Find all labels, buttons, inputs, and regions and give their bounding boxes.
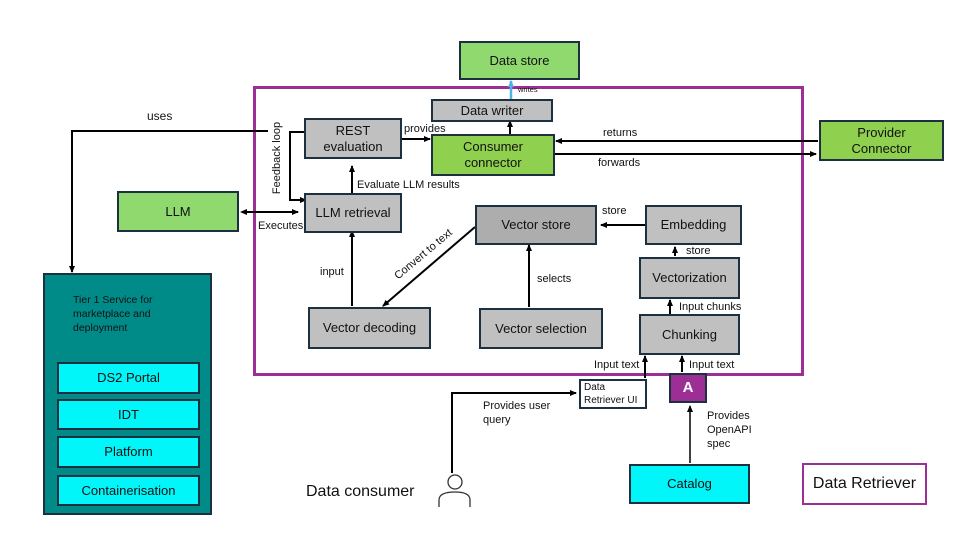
tier1-item-idt[interactable]: IDT xyxy=(57,399,200,430)
person-icon xyxy=(438,474,471,507)
provides-label: provides xyxy=(404,123,446,135)
input-label: input xyxy=(320,266,344,278)
vectorization-label: Vectorization xyxy=(652,270,727,285)
executes-label: Executes xyxy=(258,220,304,232)
tier1-item-label: IDT xyxy=(118,406,139,422)
edge-provides-user-query xyxy=(451,390,577,473)
provider-connector-node[interactable]: Provider Connector xyxy=(819,120,944,161)
data-store-label: Data store xyxy=(489,52,550,68)
vector-store-node[interactable]: Vector store xyxy=(475,205,597,245)
tier1-service-title: Tier 1 Service for marketplace and deplo… xyxy=(73,294,153,334)
writes-label: writes xyxy=(518,85,538,94)
vectorization-node[interactable]: Vectorization xyxy=(639,257,740,299)
data-retriever-boundary xyxy=(253,86,804,376)
chunking-label: Chunking xyxy=(662,326,717,342)
tier1-item-label: Containerisation xyxy=(81,482,176,498)
catalog-node[interactable]: Catalog xyxy=(629,464,750,504)
llm-retrieval-label: LLM retrieval xyxy=(315,205,391,220)
selects-label: selects xyxy=(537,273,572,285)
embedding-node[interactable]: Embedding xyxy=(645,205,742,245)
tier1-item-containerisation[interactable]: Containerisation xyxy=(57,475,200,506)
legend-data-retriever: Data Retriever xyxy=(802,463,927,505)
input-text-a-label: Input text xyxy=(689,359,735,371)
data-writer-label: Data writer xyxy=(460,102,524,118)
uses-label: uses xyxy=(147,109,173,123)
store-vectorization-label: store xyxy=(686,245,711,257)
consumer-connector-node[interactable]: Consumer connector xyxy=(431,134,555,176)
vector-decoding-node[interactable]: Vector decoding xyxy=(308,307,431,349)
a-badge-node[interactable]: A xyxy=(669,373,707,403)
provider-connector-label: Provider Connector xyxy=(851,124,912,156)
forwards-label: forwards xyxy=(598,157,641,169)
edge-convert-to-text xyxy=(382,226,476,307)
data-consumer-label: Data consumer xyxy=(306,483,415,500)
vector-selection-label: Vector selection xyxy=(495,320,587,336)
llm-label: LLM xyxy=(165,203,191,219)
tier1-item-platform[interactable]: Platform xyxy=(57,436,200,468)
evaluate-llm-results-label: Evaluate LLM results xyxy=(357,179,460,191)
data-retriever-ui-label: Data Retriever UI xyxy=(584,382,638,406)
tier1-item-ds2-portal[interactable]: DS2 Portal xyxy=(57,362,200,394)
edge-uses xyxy=(69,130,268,273)
llm-node[interactable]: LLM xyxy=(117,191,239,232)
legend-label: Data Retriever xyxy=(812,475,917,492)
tier1-item-label: Platform xyxy=(104,444,153,459)
llm-retrieval-node[interactable]: LLM retrieval xyxy=(304,193,402,233)
input-text-ui-label: Input text xyxy=(594,359,640,371)
input-chunks-label: Input chunks xyxy=(679,301,742,313)
provides-openapi-spec-label: Provides OpenAPI spec xyxy=(707,410,752,450)
store-embedding-label: store xyxy=(602,205,627,217)
vector-store-label: Vector store xyxy=(501,217,571,232)
embedding-label: Embedding xyxy=(660,217,727,232)
tier1-item-label: DS2 Portal xyxy=(97,370,160,385)
tier1-service-container[interactable]: Tier 1 Service for marketplace and deplo… xyxy=(43,273,212,515)
rest-evaluation-label: REST evaluation xyxy=(323,122,383,154)
consumer-connector-label: Consumer connector xyxy=(463,139,523,170)
chunking-node[interactable]: Chunking xyxy=(639,314,740,355)
feedback-loop-label: Feedback loop xyxy=(271,121,284,195)
rest-evaluation-node[interactable]: REST evaluation xyxy=(304,118,402,159)
a-badge-label: A xyxy=(682,379,694,396)
catalog-label: Catalog xyxy=(667,476,712,491)
provides-user-query-label: Provides user query xyxy=(483,400,551,426)
data-store-node[interactable]: Data store xyxy=(459,41,580,80)
vector-decoding-label: Vector decoding xyxy=(322,320,417,335)
data-writer-node[interactable]: Data writer xyxy=(431,99,553,122)
data-retriever-ui-node[interactable]: Data Retriever UI xyxy=(579,379,647,409)
vector-selection-node[interactable]: Vector selection xyxy=(479,308,603,349)
returns-label: returns xyxy=(603,127,638,139)
edge-feedback-loop xyxy=(289,131,307,203)
